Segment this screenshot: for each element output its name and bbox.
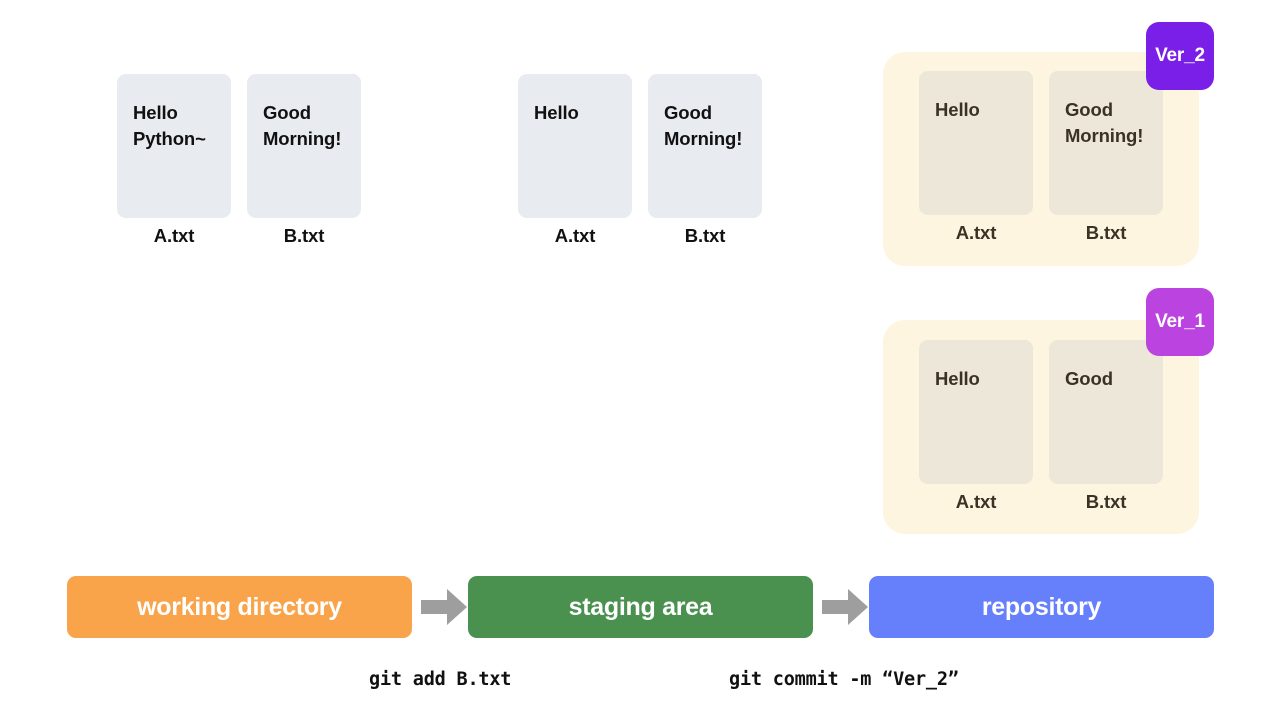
stage-label: staging area <box>568 592 713 621</box>
file-content: Hello <box>935 99 980 120</box>
file-name-label: B.txt <box>684 225 726 246</box>
stage-staging-area[interactable]: staging area <box>468 576 813 638</box>
repository-ver2-file-a: Hello A.txt <box>919 71 1033 244</box>
file-name-label: B.txt <box>1085 222 1127 243</box>
command-git-commit: git commit -m “Ver_2” <box>729 669 959 690</box>
file-name-label: A.txt <box>153 225 195 246</box>
file-content: Good <box>1065 368 1113 389</box>
version-badge-label: Ver_1 <box>1155 311 1205 332</box>
file-name-label: B.txt <box>283 225 325 246</box>
file-name-label: B.txt <box>1085 491 1127 512</box>
stage-label: repository <box>981 592 1102 621</box>
file-card: Hello <box>919 71 1033 215</box>
repository-ver1-file-b: Good B.txt <box>1049 340 1163 513</box>
stage-label: working directory <box>137 592 342 621</box>
file-content: Hello <box>534 102 579 123</box>
file-content: Hello <box>935 368 980 389</box>
version-badge-ver1[interactable]: Ver_1 <box>1146 288 1214 356</box>
command-git-add: git add B.txt <box>369 669 512 690</box>
file-name-label: A.txt <box>554 225 596 246</box>
file-card: Hello <box>919 340 1033 484</box>
arrow-working-to-staging-icon <box>421 589 467 625</box>
stage-working-directory[interactable]: working directory <box>67 576 412 638</box>
version-badge-label: Ver_2 <box>1155 45 1205 66</box>
file-card: Hello <box>518 74 632 218</box>
file-card: Good <box>1049 340 1163 484</box>
arrow-staging-to-repository-icon <box>822 589 868 625</box>
version-badge-ver2[interactable]: Ver_2 <box>1146 22 1214 90</box>
staging-area-file-a: Hello A.txt <box>518 74 632 247</box>
file-name-label: A.txt <box>955 222 997 243</box>
stage-repository[interactable]: repository <box>869 576 1214 638</box>
repository-ver1-file-a: Hello A.txt <box>919 340 1033 513</box>
file-name-label: A.txt <box>955 491 997 512</box>
